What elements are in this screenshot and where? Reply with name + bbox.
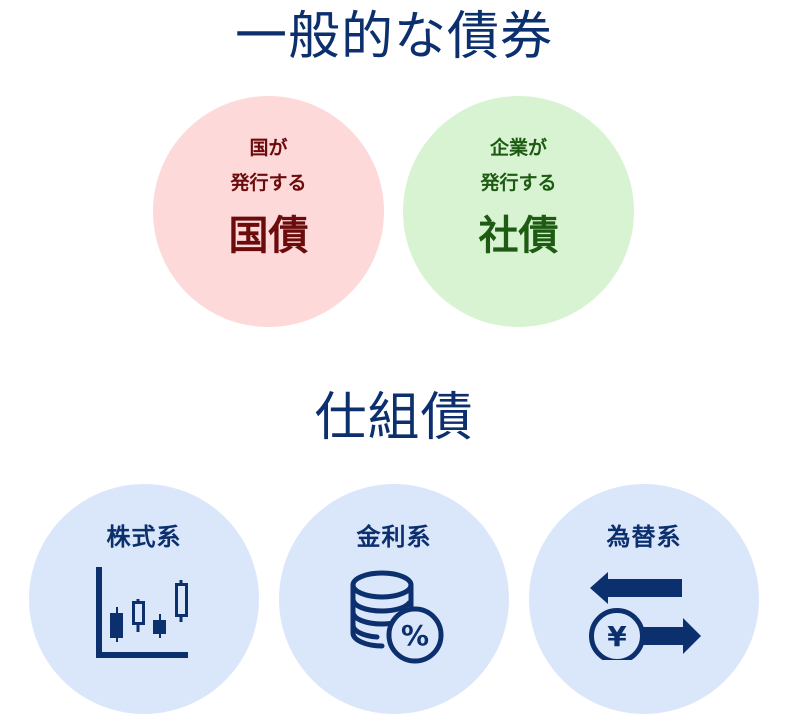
issue-label: 発行する bbox=[230, 172, 307, 194]
bond-name: 国債 bbox=[228, 213, 309, 259]
issuer-label: 国が bbox=[249, 137, 288, 159]
corporate-bond-circle: 企業が 発行する 社債 bbox=[403, 96, 634, 327]
structured-bonds-title: 仕組債 bbox=[314, 388, 474, 448]
government-bond-circle: 国が 発行する 国債 bbox=[153, 96, 384, 327]
issuer-label: 企業が bbox=[489, 137, 547, 159]
general-bonds-title: 一般的な債券 bbox=[234, 7, 553, 67]
issue-label: 発行する bbox=[480, 172, 557, 194]
candlestick-chart-icon bbox=[96, 567, 188, 658]
interest-rate-linked-circle: 金利系 % bbox=[279, 484, 509, 714]
fx-linked-label: 為替系 bbox=[606, 523, 682, 551]
coins-percent-icon: % bbox=[350, 570, 444, 664]
bond-name: 社債 bbox=[478, 213, 559, 259]
yen-exchange-icon: ¥ bbox=[589, 572, 701, 660]
svg-text:¥: ¥ bbox=[607, 620, 627, 653]
fx-linked-circle: 為替系 ¥ bbox=[529, 484, 759, 714]
equity-linked-circle: 株式系 bbox=[29, 484, 259, 714]
svg-text:%: % bbox=[401, 619, 429, 652]
equity-linked-label: 株式系 bbox=[106, 523, 182, 551]
interest-rate-linked-label: 金利系 bbox=[356, 523, 432, 551]
